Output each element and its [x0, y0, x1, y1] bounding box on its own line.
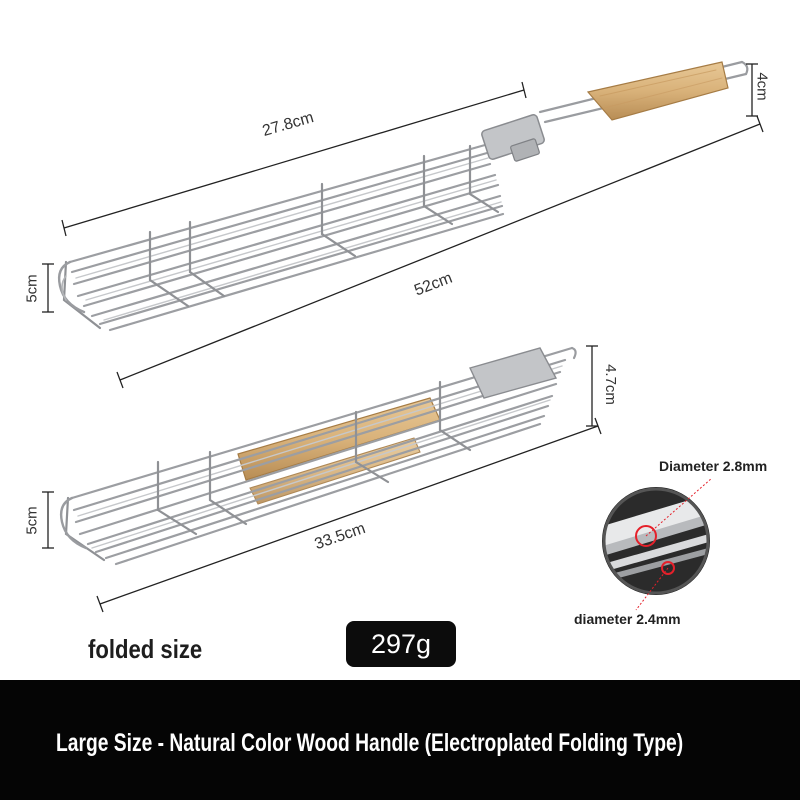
folded-grill-basket: [59, 346, 577, 566]
wood-handle: [586, 61, 729, 121]
banner-title: Large Size - Natural Color Wood Handle (…: [56, 729, 684, 757]
thin-wire-diameter-label: diameter 2.4mm: [574, 611, 681, 627]
weight-badge: 297g: [346, 621, 456, 667]
basket-height-label: 5cm: [23, 274, 41, 303]
handle-height-label: 4cm: [753, 72, 771, 101]
dimension-lines-folded: [42, 345, 602, 613]
wire-detail-lens: [602, 477, 713, 611]
thick-wire-diameter-label: Diameter 2.8mm: [659, 458, 768, 474]
folded-basket-height-label: 5cm: [23, 506, 41, 535]
folded-size-caption: folded size: [88, 634, 203, 664]
folded-height-label: 4.7cm: [601, 364, 619, 405]
unfolded-grill-basket: [57, 60, 749, 332]
title-banner: [0, 680, 800, 800]
dimension-lines-top: [42, 63, 764, 389]
